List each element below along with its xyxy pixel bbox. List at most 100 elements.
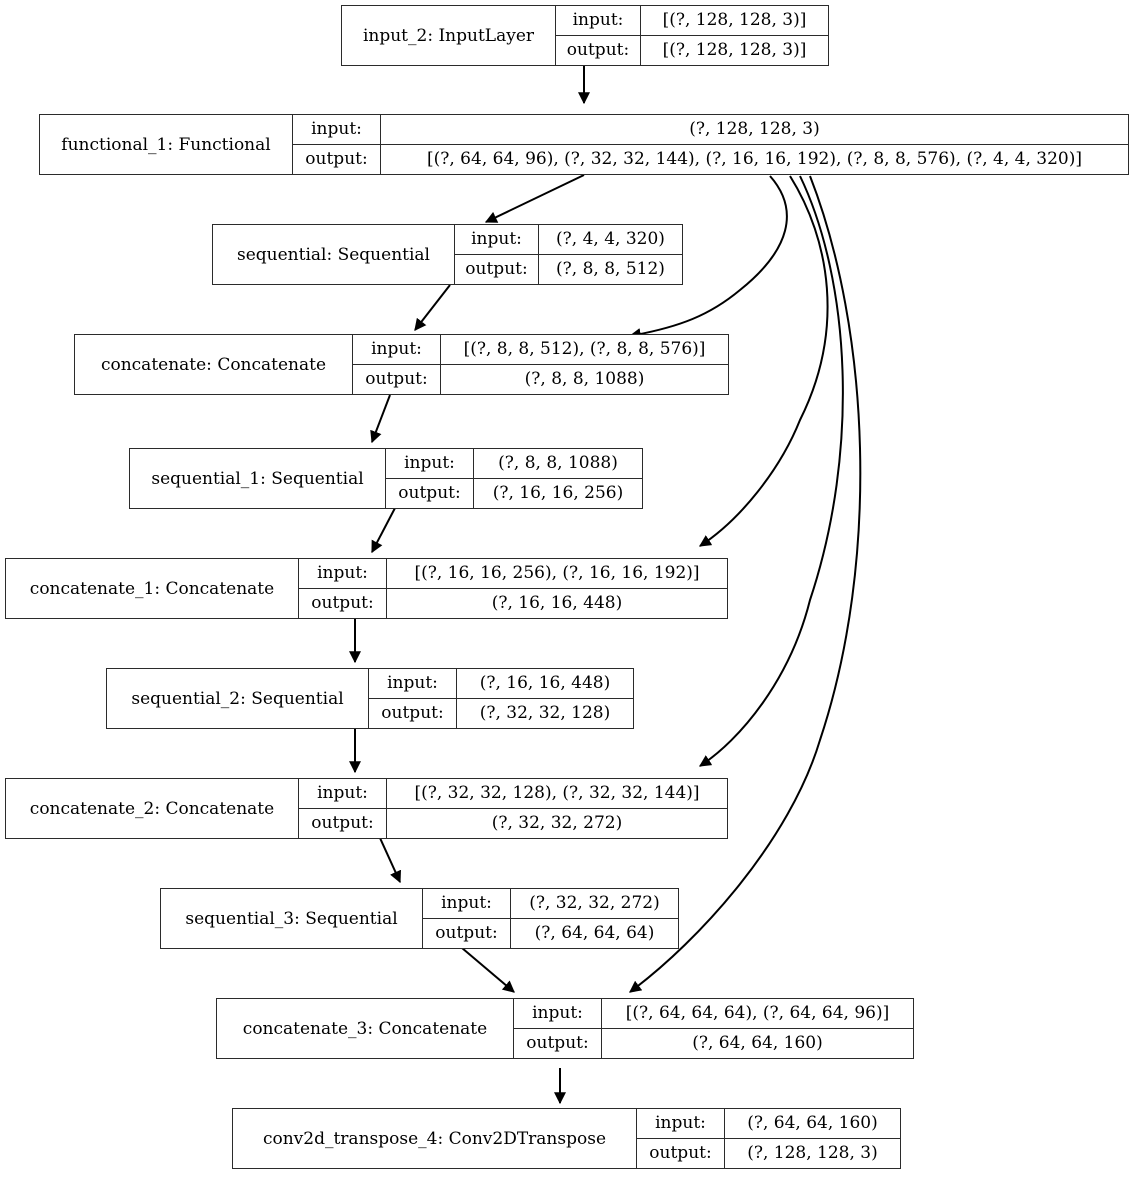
node-sequential_1-output-row: output: (?, 16, 16, 256) — [386, 478, 642, 508]
input-key: input: — [386, 449, 474, 478]
node-concatenate_2-output-row: output: (?, 32, 32, 272) — [299, 808, 727, 838]
node-conv2d_transpose_4-output-row: output: (?, 128, 128, 3) — [637, 1138, 900, 1168]
node-sequential_2-input-row: input: (?, 16, 16, 448) — [369, 669, 633, 699]
edge-concatenate-to-sequential_1 — [370, 394, 391, 444]
node-concatenate_2-output-value: (?, 32, 32, 272) — [491, 813, 623, 834]
input-key: input: — [637, 1109, 725, 1138]
node-concatenate_2-label: concatenate_2: Concatenate — [6, 779, 299, 838]
node-functional_1-io: input: (?, 128, 128, 3) output: [(?, 64,… — [293, 115, 1128, 174]
node-conv2d_transpose_4-label: conv2d_transpose_4: Conv2DTranspose — [233, 1109, 637, 1168]
output-key: output: — [386, 478, 474, 508]
node-sequential_3-output-value: (?, 64, 64, 64) — [534, 923, 655, 944]
node-functional_1-output-row: output: [(?, 64, 64, 96), (?, 32, 32, 14… — [293, 144, 1128, 174]
node-functional_1-output-value: [(?, 64, 64, 96), (?, 32, 32, 144), (?, … — [427, 149, 1082, 170]
output-key: output: — [299, 808, 387, 838]
node-input_2-io: input: [(?, 128, 128, 3)] output: [(?, 1… — [556, 6, 828, 65]
node-input_2-input-row: input: [(?, 128, 128, 3)] — [556, 6, 828, 36]
node-concatenate_1-input-value: [(?, 16, 16, 256), (?, 16, 16, 192)] — [414, 563, 700, 584]
node-functional_1-input-value: (?, 128, 128, 3) — [689, 119, 820, 140]
node-concatenate_3[interactable]: concatenate_3: Concatenate input: [(?, 6… — [216, 998, 914, 1059]
node-concatenate_3-label: concatenate_3: Concatenate — [217, 999, 514, 1058]
node-concatenate_2-io: input: [(?, 32, 32, 128), (?, 32, 32, 14… — [299, 779, 727, 838]
input-key: input: — [353, 335, 441, 364]
node-input_2-label: input_2: InputLayer — [342, 6, 556, 65]
node-concatenate_1-label: concatenate_1: Concatenate — [6, 559, 299, 618]
node-sequential-io: input: (?, 4, 4, 320) output: (?, 8, 8, … — [455, 225, 682, 284]
node-concatenate_2[interactable]: concatenate_2: Concatenate input: [(?, 3… — [5, 778, 728, 839]
node-sequential-label: sequential: Sequential — [213, 225, 455, 284]
node-concatenate_3-output-row: output: (?, 64, 64, 160) — [514, 1028, 913, 1058]
input-key: input: — [293, 115, 381, 144]
node-input_2[interactable]: input_2: InputLayer input: [(?, 128, 128… — [341, 5, 829, 66]
node-functional_1-input-row: input: (?, 128, 128, 3) — [293, 115, 1128, 145]
node-sequential_3-input-row: input: (?, 32, 32, 272) — [423, 889, 678, 919]
node-sequential_2[interactable]: sequential_2: Sequential input: (?, 16, … — [106, 668, 634, 729]
node-concatenate_3-io: input: [(?, 64, 64, 64), (?, 64, 64, 96)… — [514, 999, 913, 1058]
node-functional_1[interactable]: functional_1: Functional input: (?, 128,… — [39, 114, 1129, 175]
output-key: output: — [353, 364, 441, 394]
node-concatenate_3-output-value: (?, 64, 64, 160) — [692, 1033, 823, 1054]
node-sequential_2-io: input: (?, 16, 16, 448) output: (?, 32, … — [369, 669, 633, 728]
node-sequential_3-io: input: (?, 32, 32, 272) output: (?, 64, … — [423, 889, 678, 948]
node-sequential-output-value: (?, 8, 8, 512) — [556, 259, 665, 280]
node-concatenate_2-input-row: input: [(?, 32, 32, 128), (?, 32, 32, 14… — [299, 779, 727, 809]
node-concatenate-input-value: [(?, 8, 8, 512), (?, 8, 8, 576)] — [463, 339, 706, 360]
node-concatenate_3-input-row: input: [(?, 64, 64, 64), (?, 64, 64, 96)… — [514, 999, 913, 1029]
edge-sequential-to-concatenate — [414, 284, 451, 331]
node-functional_1-label: functional_1: Functional — [40, 115, 293, 174]
node-sequential_3-output-row: output: (?, 64, 64, 64) — [423, 918, 678, 948]
node-sequential_3-input-value: (?, 32, 32, 272) — [529, 893, 660, 914]
node-concatenate[interactable]: concatenate: Concatenate input: [(?, 8, … — [74, 334, 729, 395]
node-conv2d_transpose_4-input-value: (?, 64, 64, 160) — [747, 1113, 878, 1134]
input-key: input: — [423, 889, 511, 918]
node-sequential[interactable]: sequential: Sequential input: (?, 4, 4, … — [212, 224, 683, 285]
node-sequential_2-input-value: (?, 16, 16, 448) — [479, 673, 611, 694]
node-concatenate_1-input-row: input: [(?, 16, 16, 256), (?, 16, 16, 19… — [299, 559, 727, 589]
output-key: output: — [369, 698, 457, 728]
node-concatenate-output-row: output: (?, 8, 8, 1088) — [353, 364, 728, 394]
edge-sequential_1-to-concatenate_1 — [371, 507, 396, 554]
output-key: output: — [423, 918, 511, 948]
edge-functional_1-to-concatenate_2 — [698, 175, 844, 767]
input-key: input: — [455, 225, 539, 254]
node-concatenate_3-input-value: [(?, 64, 64, 64), (?, 64, 64, 96)] — [625, 1003, 890, 1024]
input-key: input: — [299, 779, 387, 808]
node-conv2d_transpose_4-input-row: input: (?, 64, 64, 160) — [637, 1109, 900, 1139]
node-sequential-output-row: output: (?, 8, 8, 512) — [455, 254, 682, 284]
node-sequential_3-label: sequential_3: Sequential — [161, 889, 423, 948]
node-sequential_2-output-row: output: (?, 32, 32, 128) — [369, 698, 633, 728]
node-sequential_2-output-value: (?, 32, 32, 128) — [479, 703, 611, 724]
node-sequential_1-label: sequential_1: Sequential — [130, 449, 386, 508]
node-conv2d_transpose_4[interactable]: conv2d_transpose_4: Conv2DTranspose inpu… — [232, 1108, 901, 1169]
input-key: input: — [369, 669, 457, 698]
output-key: output: — [637, 1138, 725, 1168]
node-sequential_3[interactable]: sequential_3: Sequential input: (?, 32, … — [160, 888, 679, 949]
output-key: output: — [293, 144, 381, 174]
output-key: output: — [299, 588, 387, 618]
node-sequential_1[interactable]: sequential_1: Sequential input: (?, 8, 8… — [129, 448, 643, 509]
node-concatenate_1-output-row: output: (?, 16, 16, 448) — [299, 588, 727, 618]
input-key: input: — [299, 559, 387, 588]
node-input_2-output-row: output: [(?, 128, 128, 3)] — [556, 35, 828, 65]
edge-concatenate_2-to-sequential_3 — [379, 837, 401, 884]
node-sequential-input-row: input: (?, 4, 4, 320) — [455, 225, 682, 255]
node-conv2d_transpose_4-io: input: (?, 64, 64, 160) output: (?, 128,… — [637, 1109, 900, 1168]
edge-sequential_3-to-concatenate_3 — [461, 947, 515, 993]
node-input_2-output-value: [(?, 128, 128, 3)] — [662, 40, 807, 61]
output-key: output: — [556, 35, 641, 65]
node-concatenate_1[interactable]: concatenate_1: Concatenate input: [(?, 1… — [5, 558, 728, 619]
node-concatenate-input-row: input: [(?, 8, 8, 512), (?, 8, 8, 576)] — [353, 335, 728, 365]
node-concatenate-output-value: (?, 8, 8, 1088) — [524, 369, 645, 390]
edge-functional_1-to-sequential — [484, 174, 585, 223]
node-sequential_1-input-value: (?, 8, 8, 1088) — [498, 453, 618, 474]
node-sequential_1-input-row: input: (?, 8, 8, 1088) — [386, 449, 642, 479]
output-key: output: — [514, 1028, 602, 1058]
node-concatenate_1-io: input: [(?, 16, 16, 256), (?, 16, 16, 19… — [299, 559, 727, 618]
node-concatenate-io: input: [(?, 8, 8, 512), (?, 8, 8, 576)] … — [353, 335, 728, 394]
node-concatenate-label: concatenate: Concatenate — [75, 335, 353, 394]
node-concatenate_2-input-value: [(?, 32, 32, 128), (?, 32, 32, 144)] — [414, 783, 700, 804]
node-conv2d_transpose_4-output-value: (?, 128, 128, 3) — [747, 1143, 878, 1164]
input-key: input: — [514, 999, 602, 1028]
node-sequential_1-output-value: (?, 16, 16, 256) — [492, 483, 624, 504]
